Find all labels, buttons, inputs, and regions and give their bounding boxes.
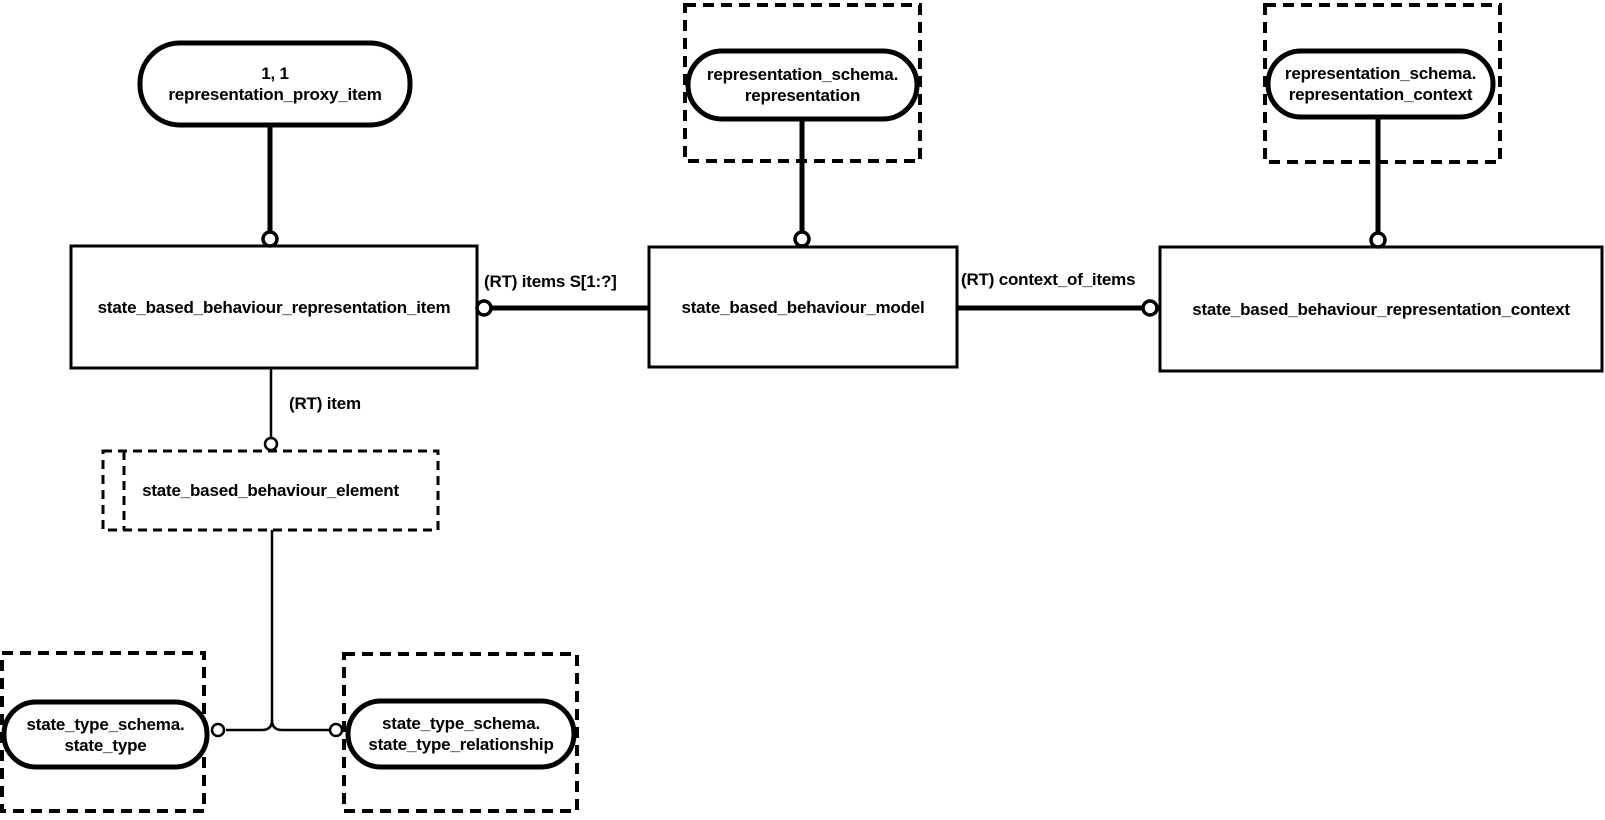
entity-box-model bbox=[647, 245, 959, 369]
rep-item-name: state_based_behaviour_representation_ite… bbox=[97, 297, 451, 317]
edge-label-context-of-items: (RT) context_of_items bbox=[961, 270, 1136, 289]
model-name: state_based_behaviour_model bbox=[681, 297, 925, 317]
node-state-based-behaviour-element: state_based_behaviour_element bbox=[103, 451, 438, 530]
proxy-name: representation_proxy_item bbox=[168, 85, 382, 104]
oval-proxy bbox=[137, 40, 413, 128]
proxy-page-ref: 1, 1 bbox=[261, 64, 289, 83]
node-state-based-behaviour-model: state_based_behaviour_model bbox=[649, 247, 957, 367]
state-type-schema: state_type_schema. bbox=[26, 714, 185, 734]
node-representation-context: representation_schema. representation_co… bbox=[1268, 51, 1493, 117]
connector-circle-items bbox=[475, 299, 493, 317]
state-type-name: state_type bbox=[64, 735, 147, 755]
representation-context-name: representation_context bbox=[1288, 85, 1473, 104]
state-type-relationship-schema: state_type_schema. bbox=[382, 714, 540, 733]
oval-state-type-relationship bbox=[345, 698, 577, 770]
edge-label-items: (RT) items S[1:?] bbox=[484, 272, 617, 291]
node-state-type-relationship: state_type_schema. state_type_relationsh… bbox=[348, 701, 574, 767]
entity-box-rep-context bbox=[1158, 245, 1604, 373]
representation-name: representation bbox=[744, 86, 861, 105]
connector-circle-state-type-relationship bbox=[328, 722, 344, 738]
element-name: state_based_behaviour_element bbox=[142, 481, 399, 500]
node-state-based-behaviour-representation-context: state_based_behaviour_representation_con… bbox=[1160, 247, 1602, 371]
edge-element-select-fork bbox=[226, 530, 330, 732]
dashed-box-state-type-relationship bbox=[342, 652, 579, 813]
representation-context-schema: representation_schema. bbox=[1284, 64, 1477, 83]
connector-circle-context-of-items bbox=[1141, 299, 1159, 317]
edge-label-item: (RT) item bbox=[289, 394, 361, 413]
representation-schema: representation_schema. bbox=[706, 65, 899, 84]
node-state-type: state_type_schema. state_type bbox=[4, 702, 207, 767]
rep-context-name: state_based_behaviour_representation_con… bbox=[1192, 299, 1570, 319]
dashed-box-representation-context bbox=[1263, 3, 1502, 164]
node-representation: representation_schema. representation bbox=[688, 51, 917, 119]
connector-circle-state-type bbox=[210, 722, 226, 738]
connector-circle-rep-item-top bbox=[261, 230, 279, 248]
node-state-based-behaviour-representation-item: state_based_behaviour_representation_ite… bbox=[71, 246, 477, 368]
connector-circle-context-top bbox=[1369, 231, 1387, 249]
connector-circle-model-top bbox=[793, 230, 811, 248]
oval-state-type bbox=[1, 699, 210, 770]
node-representation-proxy-item: 1, 1 representation_proxy_item bbox=[140, 43, 410, 125]
connector-circle-item bbox=[263, 436, 279, 452]
oval-representation bbox=[685, 48, 920, 122]
oval-representation-context bbox=[1265, 48, 1496, 120]
state-type-relationship-name: state_type_relationship bbox=[368, 735, 554, 754]
